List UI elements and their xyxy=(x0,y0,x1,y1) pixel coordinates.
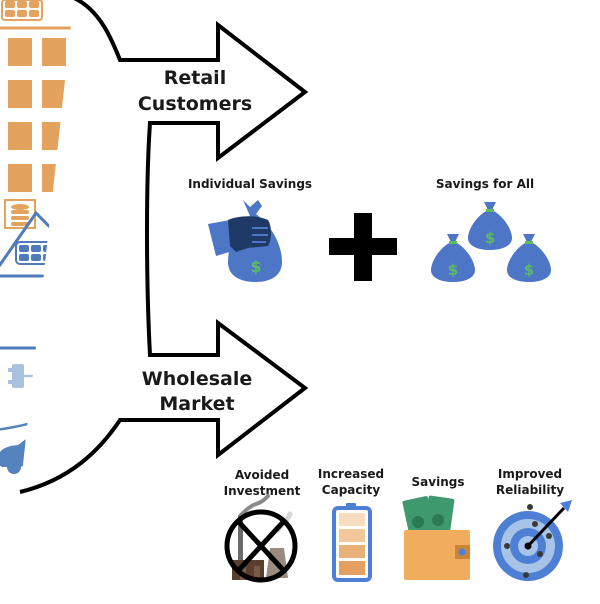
improved-reliability-label-line2: Reliability xyxy=(496,483,564,497)
svg-text:$: $ xyxy=(448,261,458,279)
no-power-plant-icon xyxy=(224,494,298,583)
building-battery-icon xyxy=(11,204,29,226)
money-bag-icon: $ xyxy=(507,234,551,282)
retail-arrow-label-line1: Retail xyxy=(164,67,226,89)
plus-icon xyxy=(329,213,397,281)
improved-reliability-label-line1: Improved xyxy=(498,467,562,481)
wholesale-arrow-label-line2: Market xyxy=(159,393,234,415)
wallet-cash-icon xyxy=(402,495,470,580)
increased-capacity-label-line2: Capacity xyxy=(322,483,381,497)
three-money-bags-icon: $ $ $ xyxy=(431,202,551,282)
building-icon xyxy=(0,0,76,229)
avoided-investment-label-line2: Investment xyxy=(224,484,301,498)
savings-for-all-label: Savings for All xyxy=(436,177,534,191)
money-bag-icon: $ xyxy=(468,202,512,250)
retail-arrow xyxy=(19,0,309,494)
battery-icon xyxy=(332,503,372,582)
increased-capacity-label-line1: Increased xyxy=(318,467,384,481)
wholesale-arrow-label-line1: Wholesale xyxy=(142,368,252,390)
svg-text:$: $ xyxy=(485,229,495,247)
money-bag-icon: $ xyxy=(431,234,475,282)
avoided-investment-label-line1: Avoided xyxy=(235,468,289,482)
flow-arrows xyxy=(19,0,309,494)
svg-text:$: $ xyxy=(524,261,534,279)
individual-savings-label: Individual Savings xyxy=(188,177,312,191)
building-solar-panel-icon xyxy=(1,0,43,21)
hand-money-bag-icon: $ xyxy=(208,200,282,282)
retail-arrow-label-line2: Customers xyxy=(138,93,252,115)
target-icon xyxy=(493,500,572,581)
savings-label: Savings xyxy=(412,475,465,489)
dollar-sign: $ xyxy=(250,257,261,276)
